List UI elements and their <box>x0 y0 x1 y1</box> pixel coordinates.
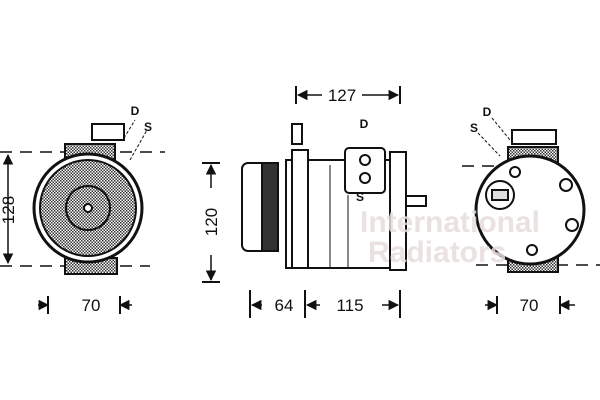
rear-port-d: D <box>483 105 492 119</box>
side-body-dim: 115 <box>336 296 363 315</box>
side-port-s: S <box>356 190 364 204</box>
front-width-dim: 70 <box>82 296 101 315</box>
front-view <box>0 119 165 314</box>
watermark-line-2: Radiators <box>368 236 506 269</box>
rear-port-s: S <box>470 121 478 135</box>
front-height-dim: 128 <box>0 196 18 224</box>
rear-width-dim: 70 <box>520 296 539 315</box>
side-top-dim: 127 <box>328 86 356 105</box>
rear-view <box>462 117 600 314</box>
front-port-d: D <box>131 104 140 118</box>
side-pulley-dim: 64 <box>275 296 294 315</box>
watermark: International Radiators <box>360 206 540 269</box>
front-port-s: S <box>144 120 152 134</box>
side-port-d: D <box>360 117 369 131</box>
side-height-dim: 120 <box>202 208 221 236</box>
side-view <box>202 86 427 318</box>
watermark-line-1: International <box>360 206 540 239</box>
